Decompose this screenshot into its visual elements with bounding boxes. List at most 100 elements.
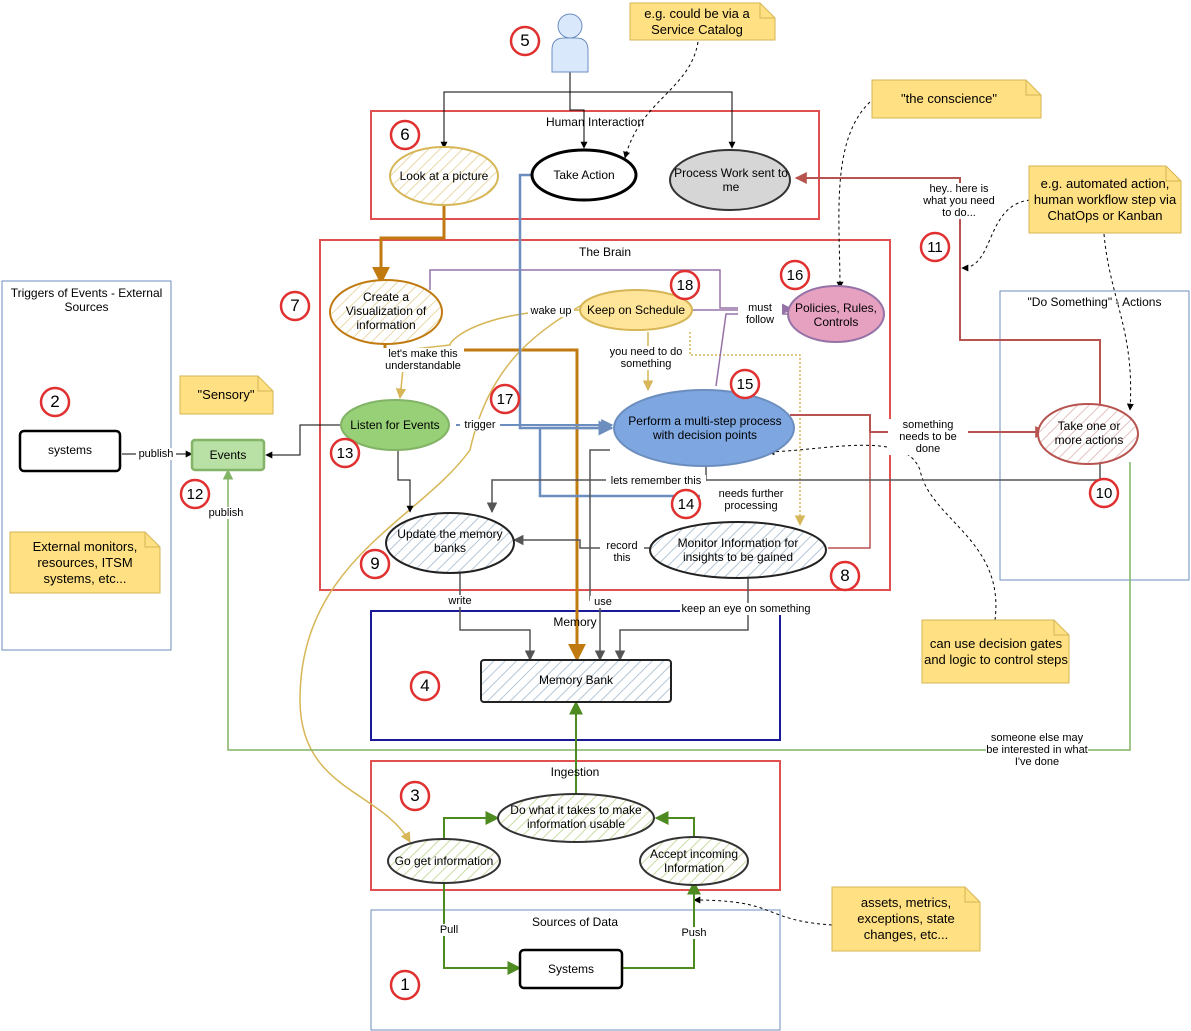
node-go-get (387, 838, 501, 884)
process-work-label: Process Work sent to me (674, 166, 788, 194)
badge-13-label: 13 (336, 444, 354, 462)
badge-4-label: 4 (420, 676, 430, 695)
edge-goget-systems (443, 878, 522, 975)
badge-15 (729, 368, 761, 400)
node-perform-process (613, 389, 795, 467)
edge-goget-usable (443, 811, 500, 845)
badge-15-label: 15 (736, 375, 754, 393)
group-title-actions: "Do Something" - Actions (1027, 295, 1162, 309)
accept-incoming-label: Accept incoming Information (649, 847, 739, 875)
user-icon (551, 13, 589, 73)
listen-events-label: Listen for Events (350, 418, 440, 432)
node-update-memory (385, 512, 515, 574)
badge-12 (179, 478, 211, 510)
edge-label-you-need: you need to do something (608, 346, 684, 370)
edge-label-something-needs: something needs to be done (888, 419, 968, 455)
badge-3 (399, 780, 431, 812)
edge-label-trigger: trigger (460, 419, 500, 431)
badge-18-label: 18 (676, 276, 694, 294)
node-events (190, 438, 266, 472)
edge-schedule-goget (299, 299, 591, 843)
node-do-usable (497, 793, 655, 843)
keep-schedule-label: Keep on Schedule (586, 303, 686, 317)
badge-11 (919, 231, 951, 263)
badge-2 (39, 386, 71, 418)
perform-process-label: Perform a multi-step process with decisi… (628, 414, 782, 442)
badge-5 (509, 25, 541, 57)
edge-label-publish-1: publish (136, 448, 176, 460)
group-title-human-interaction: Human Interaction (545, 115, 645, 129)
edge-label-use: use (590, 596, 616, 608)
edge-label-wake-up: wake up (528, 305, 574, 317)
node-listen-events (340, 399, 450, 451)
node-systems-trigger (18, 429, 122, 473)
systems-source-label: Systems (547, 962, 594, 976)
edge-note-automated-2 (1103, 233, 1134, 411)
edge-label-record-this: record this (600, 540, 644, 564)
edge-listen-update (397, 450, 414, 513)
note-decision-gates (921, 619, 1070, 684)
edge-monitor-memory (614, 576, 749, 662)
badge-10-label: 10 (1095, 484, 1113, 502)
badge-14 (670, 488, 702, 520)
edge-note-automated (961, 199, 1031, 272)
edge-accept-usable (654, 811, 695, 840)
go-get-label: Go get information (394, 854, 494, 868)
note-sensory-text: "Sensory" (197, 387, 255, 402)
node-memory-bank (480, 659, 672, 703)
badge-7 (279, 290, 311, 322)
node-take-action (530, 148, 638, 202)
badge-17 (489, 383, 521, 415)
node-monitor-info (649, 521, 827, 579)
note-assets (831, 886, 981, 952)
edge-monitor-perform (538, 426, 700, 498)
edge-systems-accept (622, 880, 701, 969)
memory-bank-label: Memory Bank (538, 673, 614, 687)
note-service-catalog (629, 2, 776, 41)
edge-look-viz (372, 205, 446, 285)
badge-1 (389, 969, 421, 1001)
events-label: Events (209, 448, 247, 462)
edge-listen-events (265, 424, 352, 459)
edge-user-take (569, 72, 588, 149)
note-automated-text: e.g. automated action, human workflow st… (1033, 176, 1177, 223)
badge-6 (389, 119, 421, 151)
badge-14-label: 14 (677, 495, 695, 513)
badge-9-label: 9 (370, 554, 380, 573)
policies-label: Policies, Rules, Controls (794, 301, 878, 329)
note-conscience-text: "the conscience" (901, 91, 997, 106)
badge-16-label: 16 (786, 266, 804, 284)
badge-12-label: 12 (186, 485, 204, 503)
take-actions-label: Take one or more actions (1054, 419, 1124, 447)
edge-actions-update (706, 462, 1101, 481)
monitor-info-label: Monitor Information for insights to be g… (677, 536, 799, 564)
badge-16 (779, 259, 811, 291)
take-action-label: Take Action (553, 168, 615, 182)
node-systems-source (518, 948, 624, 990)
systems-trigger-label: systems (47, 443, 92, 457)
note-decision-gates-text: can use decision gates and logic to cont… (924, 636, 1068, 667)
badge-9 (359, 548, 391, 580)
group-sources (370, 909, 781, 1031)
note-service-catalog-text: e.g. could be via a Service Catalog (644, 6, 750, 37)
group-brain (319, 239, 891, 591)
edge-monitor-actions (828, 432, 871, 549)
edge-label-hey: hey.. here is what you need to do... (918, 183, 1000, 219)
node-keep-schedule (579, 289, 693, 331)
badge-13 (329, 437, 361, 469)
edge-label-push: Push (678, 927, 710, 939)
group-title-triggers: Triggers of Events - External Sources (10, 286, 163, 314)
group-title-brain: The Brain (578, 245, 632, 259)
group-title-ingestion: Ingestion (550, 765, 600, 779)
note-assets-text: assets, metrics, exceptions, state chang… (857, 895, 955, 942)
edge-label-write: write (444, 595, 476, 607)
edge-label-lets-remember: lets remember this (606, 475, 706, 487)
edge-label-understandable: let's make this understandable (382, 348, 464, 372)
edge-label-needs-further: needs further processing (712, 488, 790, 512)
badge-5-label: 5 (520, 31, 530, 50)
badge-8-label: 8 (840, 566, 850, 585)
badge-3-label: 3 (410, 786, 420, 805)
edge-note-conscience (836, 101, 871, 289)
node-accept-incoming (639, 836, 749, 886)
